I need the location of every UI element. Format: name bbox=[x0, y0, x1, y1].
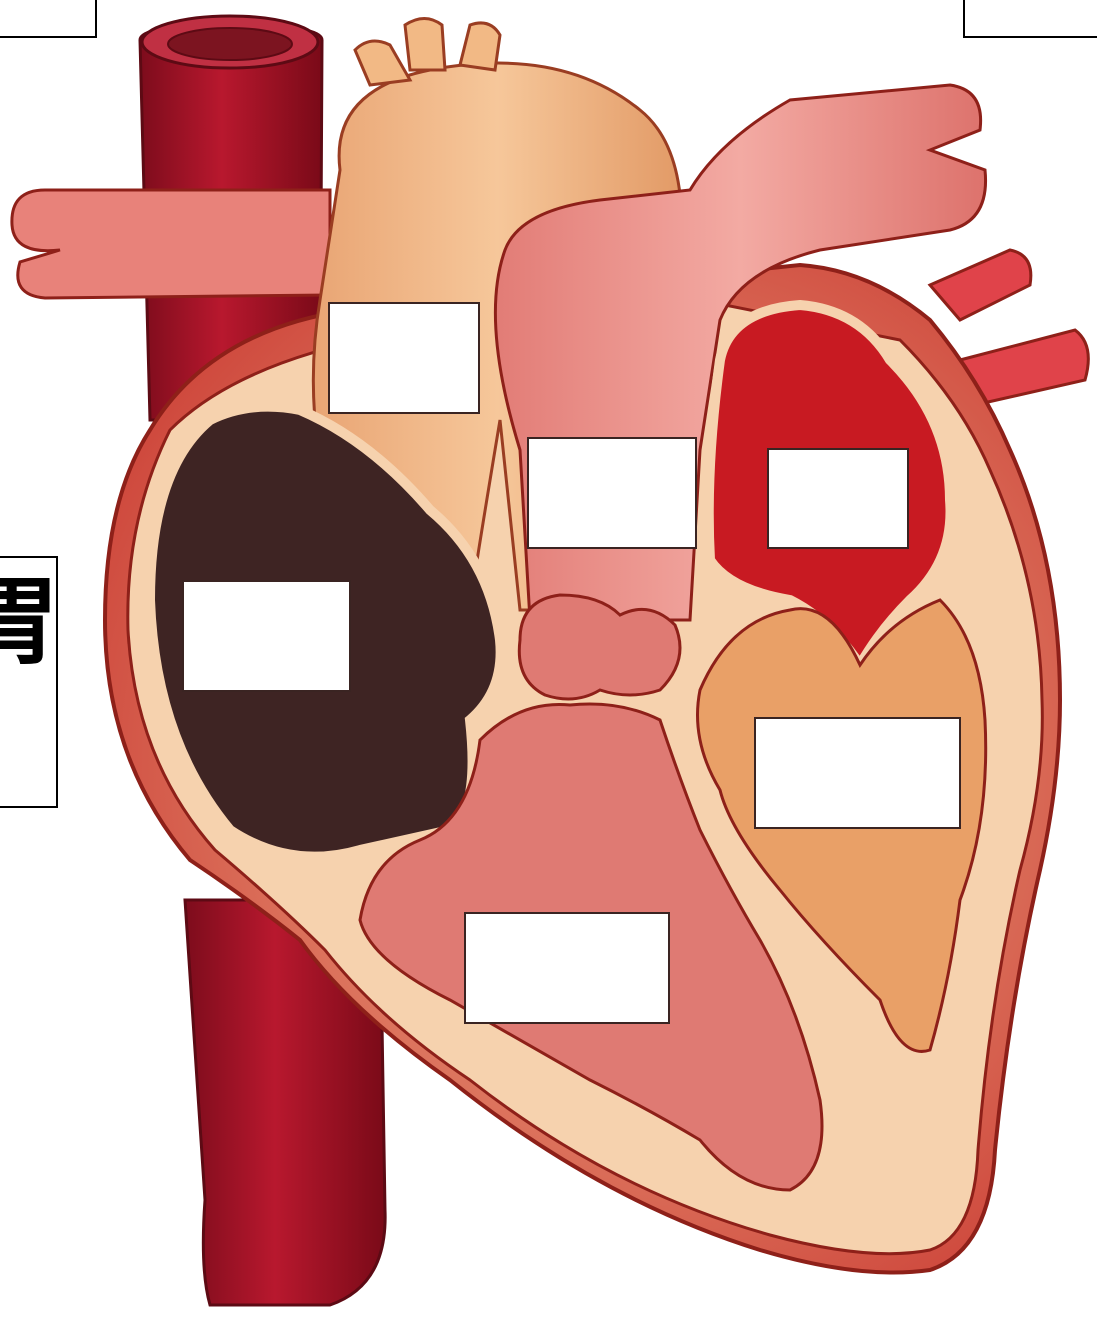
right-pulmonary-branch bbox=[12, 190, 330, 298]
label-box-right-ventricle[interactable] bbox=[464, 912, 670, 1024]
corner-box-top-right bbox=[963, 0, 1097, 38]
label-box-pulmonary-artery[interactable] bbox=[527, 437, 697, 549]
corner-box-top-left bbox=[0, 0, 97, 38]
side-panel-text: 胃 bbox=[0, 572, 56, 672]
label-box-left-ventricle[interactable] bbox=[754, 717, 961, 829]
label-box-aorta[interactable] bbox=[328, 302, 480, 414]
label-box-left-atrium[interactable] bbox=[767, 448, 909, 549]
label-box-right-atrium[interactable] bbox=[182, 580, 351, 692]
aortic-valve bbox=[519, 595, 680, 699]
side-panel: 胃 bbox=[0, 556, 58, 808]
